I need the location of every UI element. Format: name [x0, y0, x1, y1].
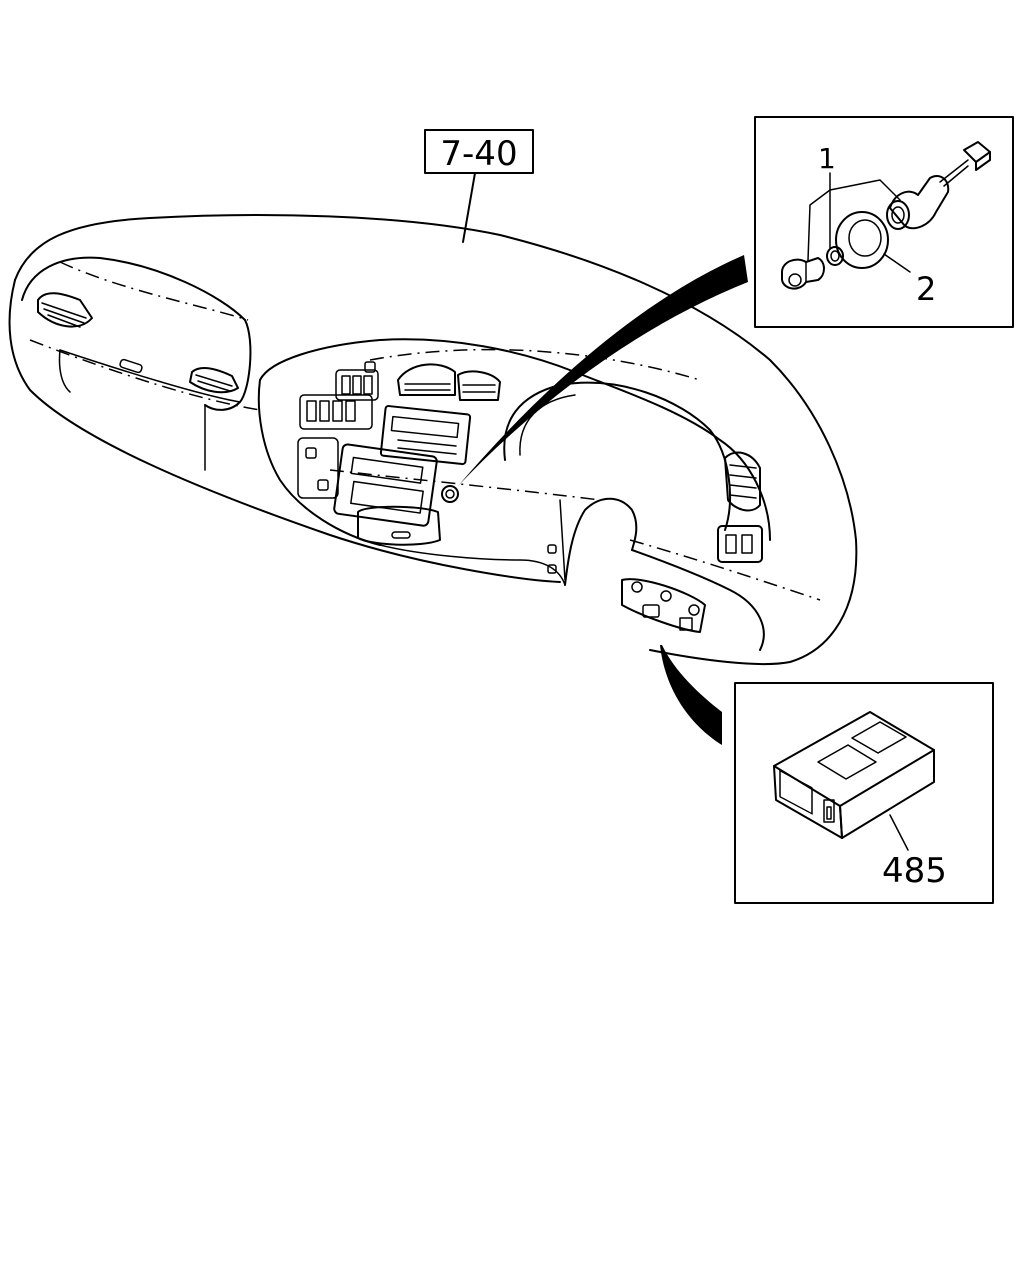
leader-to-top-detail [458, 255, 748, 486]
audio-control-panel [379, 405, 472, 466]
cigar-lighter-socket-icon [441, 485, 459, 503]
detail-cigar-lighter: 1 2 [754, 116, 1014, 328]
reference-label: 7-40 [440, 134, 517, 174]
part-label-1: 1 [818, 142, 836, 175]
radio-unit [333, 443, 438, 527]
reference-callout-7-40: 7-40 [424, 129, 534, 243]
center-vent-icon [397, 363, 501, 401]
side-vent-icon [189, 367, 239, 394]
switch-panel-upper [299, 361, 379, 430]
left-vent-icon [37, 292, 93, 328]
part-label-2: 2 [916, 270, 936, 308]
part-label-485: 485 [882, 851, 947, 891]
ashtray [357, 505, 441, 546]
lower-switch-cluster [621, 578, 706, 633]
detail-control-unit: 485 [734, 682, 994, 904]
leader-to-bottom-detail [660, 645, 722, 745]
switch-panel-lower [297, 437, 339, 499]
right-vent-icon [724, 451, 761, 512]
right-switch-block [717, 525, 763, 563]
instrument-panel-drawing [8, 214, 858, 666]
